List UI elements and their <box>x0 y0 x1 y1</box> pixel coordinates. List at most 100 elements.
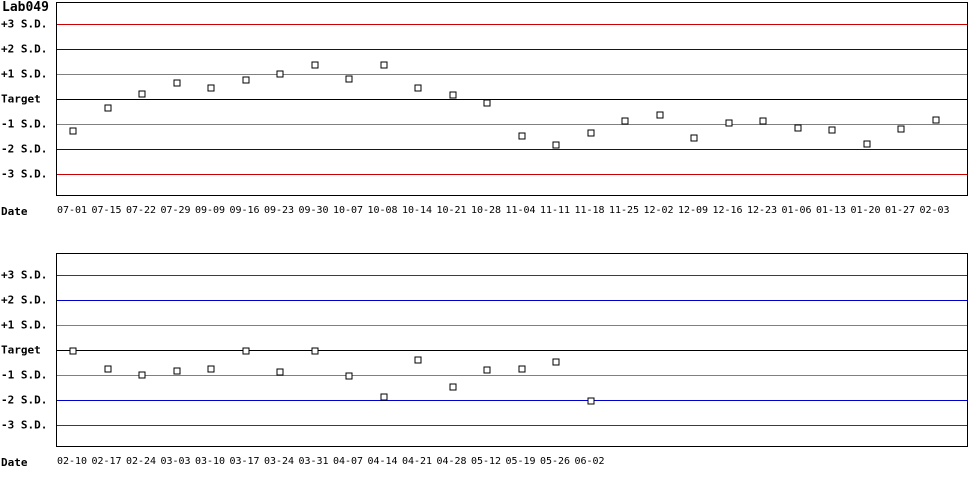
data-point-marker[interactable] <box>242 347 249 355</box>
data-point-marker[interactable] <box>414 356 422 364</box>
reference-line-3-s-d <box>57 425 967 426</box>
data-point-marker[interactable] <box>276 368 284 376</box>
y-axis-tick-label: -1 S.D. <box>1 368 48 382</box>
data-point-marker[interactable] <box>104 104 111 111</box>
data-point-marker[interactable] <box>345 372 353 380</box>
date-axis-label: Date <box>1 456 28 469</box>
y-axis-tick-label: +1 S.D. <box>1 67 48 81</box>
data-point-marker[interactable] <box>794 124 801 131</box>
x-axis-tick-label: 05-26 <box>539 456 571 467</box>
reference-line-2-s-d <box>57 149 967 150</box>
data-point-marker[interactable] <box>69 347 77 355</box>
x-axis-tick-label: 02-03 <box>919 205 950 216</box>
y-axis-tick-label: +3 S.D. <box>1 268 48 282</box>
data-point-marker[interactable] <box>759 117 767 125</box>
x-axis-tick-label: 10-08 <box>367 205 398 216</box>
data-point-marker[interactable] <box>380 61 387 69</box>
data-point-marker[interactable] <box>552 358 560 366</box>
data-point-marker[interactable] <box>380 393 387 401</box>
data-point-marker[interactable] <box>483 366 491 374</box>
data-point-marker[interactable] <box>483 99 491 106</box>
x-axis-tick-label: 01-13 <box>815 205 847 216</box>
x-axis-tick-label: 09-09 <box>194 205 226 216</box>
data-point-marker[interactable] <box>104 365 111 372</box>
x-axis-tick-label: 03-17 <box>229 456 260 467</box>
x-axis-tick-label: 05-12 <box>470 456 502 467</box>
data-point-marker[interactable] <box>311 61 318 69</box>
data-point-marker[interactable] <box>518 365 525 372</box>
data-point-marker[interactable] <box>690 134 698 141</box>
x-axis-tick-label: 01-20 <box>850 205 881 216</box>
data-point-marker[interactable] <box>276 70 284 78</box>
data-point-marker[interactable] <box>311 347 318 355</box>
data-point-marker[interactable] <box>207 365 215 372</box>
x-axis-tick-label: 03-03 <box>160 456 191 467</box>
x-axis-tick-label: 07-22 <box>125 205 157 216</box>
data-point-marker[interactable] <box>207 84 215 91</box>
data-point-marker[interactable] <box>518 132 525 140</box>
x-axis-tick-label: 09-30 <box>298 205 329 216</box>
reference-line-target <box>57 99 967 100</box>
x-axis-tick-label: 07-01 <box>56 205 88 216</box>
data-point-marker[interactable] <box>414 84 422 91</box>
date-axis-label: Date <box>1 205 28 218</box>
x-axis-tick-label: 10-07 <box>332 205 364 216</box>
data-point-marker[interactable] <box>173 367 180 375</box>
reference-line-2-s-d <box>57 300 967 301</box>
data-point-marker[interactable] <box>242 76 249 84</box>
y-axis-tick-label: +3 S.D. <box>1 17 48 31</box>
x-axis-tick-label: 05-19 <box>505 456 536 467</box>
x-axis-tick-label: 02-17 <box>91 456 122 467</box>
data-point-marker[interactable] <box>828 126 836 134</box>
data-point-marker[interactable] <box>552 141 560 149</box>
data-point-marker[interactable] <box>138 90 146 98</box>
data-point-marker[interactable] <box>656 111 663 119</box>
reference-line-3-s-d <box>57 275 967 276</box>
y-axis-tick-label: +2 S.D. <box>1 42 48 56</box>
x-axis-tick-label: 01-06 <box>781 205 812 216</box>
x-axis-tick-label: 10-21 <box>436 205 467 216</box>
x-axis-tick-label: 03-31 <box>298 456 329 467</box>
reference-line-3-s-d <box>57 24 967 25</box>
data-point-marker[interactable] <box>621 117 629 125</box>
x-axis-tick-label: 03-24 <box>263 456 295 467</box>
data-point-marker[interactable] <box>587 397 594 405</box>
data-point-marker[interactable] <box>173 79 180 86</box>
data-point-marker[interactable] <box>897 125 905 133</box>
x-axis-tick-label: 11-04 <box>505 205 536 216</box>
x-axis-tick-label: 04-21 <box>401 456 433 467</box>
x-axis-tick-label: 02-24 <box>125 456 157 467</box>
x-axis-tick-label: 12-23 <box>746 205 778 216</box>
x-axis-tick-label: 12-16 <box>712 205 743 216</box>
data-point-marker[interactable] <box>587 129 594 136</box>
data-point-marker[interactable] <box>69 127 77 135</box>
x-axis-tick-label: 12-09 <box>677 205 709 216</box>
reference-line-1-s-d <box>57 124 967 125</box>
data-point-marker[interactable] <box>449 91 456 99</box>
x-axis-tick-label: 09-16 <box>229 205 260 216</box>
control-chart-bottom: +3 S.D.+2 S.D.+1 S.D.Target-1 S.D.-2 S.D… <box>0 251 970 483</box>
x-axis-tick-label: 12-02 <box>643 205 674 216</box>
reference-line-1-s-d <box>57 74 967 75</box>
x-axis-tick-label: 10-28 <box>470 205 502 216</box>
reference-line-1-s-d <box>57 325 967 326</box>
x-axis-tick-label: 06-02 <box>574 456 605 467</box>
data-point-marker[interactable] <box>932 116 939 124</box>
page-title: Lab049 <box>2 0 49 15</box>
data-point-marker[interactable] <box>449 383 456 391</box>
x-axis-tick-label: 11-25 <box>608 205 640 216</box>
x-axis-tick-label: 03-10 <box>194 456 226 467</box>
x-axis-tick-label: 07-29 <box>160 205 191 216</box>
x-axis-tick-label: 10-14 <box>401 205 433 216</box>
data-point-marker[interactable] <box>138 371 146 379</box>
data-point-marker[interactable] <box>345 75 353 83</box>
plot-area-bottom <box>56 253 968 447</box>
data-point-marker[interactable] <box>863 140 870 148</box>
y-axis-tick-label: -3 S.D. <box>1 418 48 432</box>
y-axis-tick-label: -3 S.D. <box>1 167 48 181</box>
x-axis-tick-label: 11-18 <box>574 205 605 216</box>
data-point-marker[interactable] <box>725 119 732 126</box>
y-axis-tick-label: Target <box>1 343 41 357</box>
